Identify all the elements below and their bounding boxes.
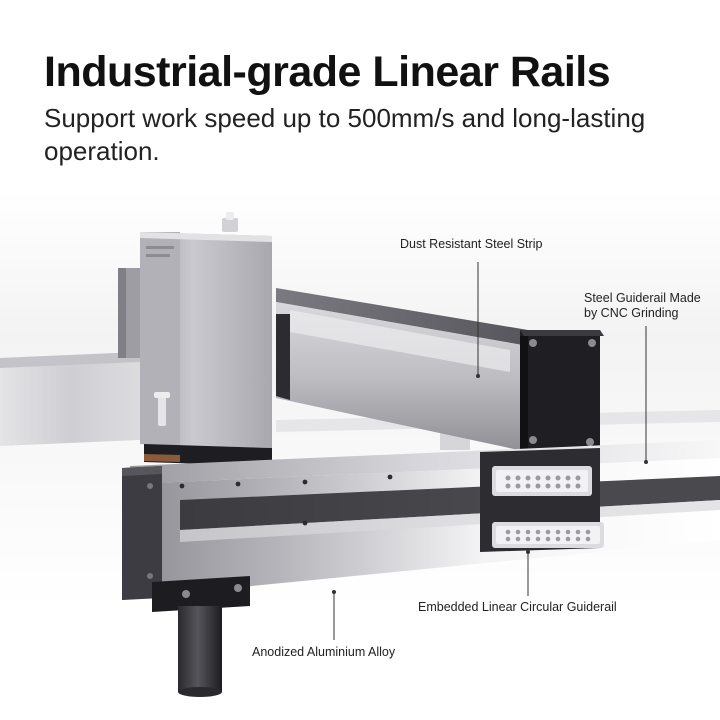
callout-anodized-aluminium-alloy: Anodized Aluminium Alloy: [252, 645, 396, 659]
callout-steel-guiderail-line1: Steel Guiderail Made: [584, 291, 701, 305]
linear-carriage: [480, 448, 604, 552]
laser-head: [140, 212, 272, 466]
callout-steel-guiderail-line2: by CNC Grinding: [584, 306, 679, 320]
callout-leader-lines: [333, 262, 647, 640]
headline-title: Industrial-grade Linear Rails: [44, 48, 611, 96]
callout-anchor-dots: [332, 374, 648, 594]
callout-embedded-linear-guiderail: Embedded Linear Circular Guiderail: [418, 600, 617, 614]
callout-steel-guiderail: Steel Guiderail Made by CNC Grinding: [584, 291, 714, 321]
x-axis-arm: [276, 288, 604, 452]
headline-subtitle: Support work speed up to 500mm/s and lon…: [44, 103, 646, 166]
callout-dust-resistant-steel-strip: Dust Resistant Steel Strip: [400, 237, 543, 251]
corner-bracket-and-leg: [152, 576, 250, 697]
